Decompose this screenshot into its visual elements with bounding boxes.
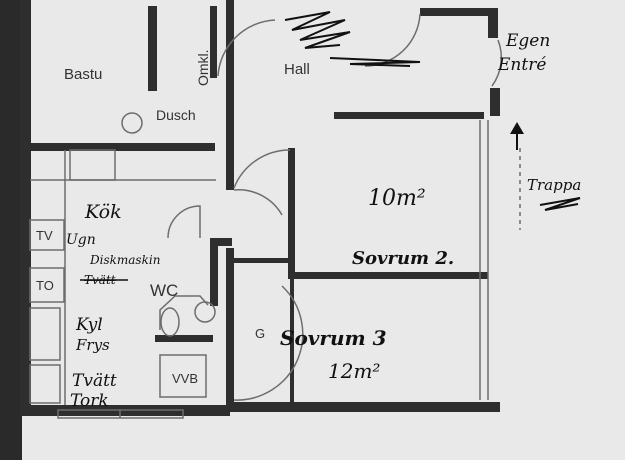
scribble-mark bbox=[284, 11, 581, 211]
annotation-ugn: Ugn bbox=[66, 232, 96, 248]
annotation-tork: Tork bbox=[70, 391, 109, 411]
annotation-sovrum2-area: 10m² bbox=[368, 186, 426, 211]
room-label-dusch: Dusch bbox=[156, 107, 196, 123]
annotation-sovrum3-name: Sovrum 3 bbox=[280, 326, 387, 350]
fixtures bbox=[29, 13, 521, 419]
room-label-g: G bbox=[255, 326, 265, 341]
appliance-label-to: TO bbox=[36, 278, 54, 293]
room-label-omkl: Omkl. bbox=[195, 49, 211, 86]
stair-arrow-icon bbox=[510, 122, 524, 150]
annotation-trappa: Trappa bbox=[527, 176, 581, 194]
appliance-label-tv: TV bbox=[36, 228, 53, 243]
left-margin-shadow bbox=[0, 0, 22, 460]
room-label-hall: Hall bbox=[284, 61, 310, 78]
annotation-tvatt: Tvätt bbox=[72, 371, 117, 391]
annotation-sovrum3-area: 12m² bbox=[328, 359, 380, 383]
annotation-diskmaskin: Diskmaskin bbox=[89, 253, 160, 267]
room-label-bastu: Bastu bbox=[64, 66, 102, 83]
room-label-wc: WC bbox=[150, 281, 178, 300]
annotation-entre: Entré bbox=[497, 55, 546, 75]
annotation-egen: Egen bbox=[505, 31, 550, 51]
annotation-sovrum2-name: Sovrum 2. bbox=[352, 248, 454, 269]
interior-walls bbox=[20, 0, 488, 408]
annotation-kyl: Kyl bbox=[75, 315, 103, 335]
annotation-frys: Frys bbox=[75, 336, 110, 354]
room-label-vvb: VVB bbox=[172, 371, 198, 386]
annotation-kok: Kök bbox=[84, 201, 122, 223]
